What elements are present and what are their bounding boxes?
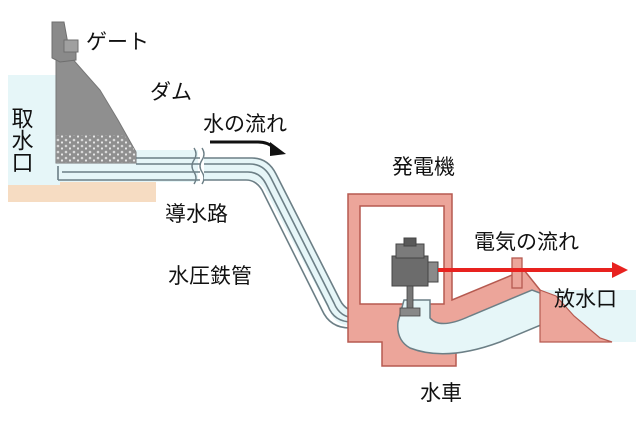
dam-gravel (56, 135, 136, 163)
tailrace-bank (539, 289, 613, 343)
intake-label: 取水口 (8, 107, 34, 173)
water-flow-arrow (210, 140, 286, 156)
generator-icon (391, 237, 439, 317)
penstock-water (204, 158, 420, 326)
ground-left (8, 182, 156, 202)
turbine-water (397, 289, 549, 355)
gate-hoist (63, 39, 79, 53)
right-arrow-icon (270, 142, 286, 156)
electricity-flow-label: 電気の流れ (474, 230, 579, 254)
electricity-flow-arrow (438, 262, 628, 278)
headrace-label: 導水路 (165, 202, 228, 226)
reservoir-water (8, 75, 60, 185)
dam-label: ダム (150, 80, 192, 104)
gate-label: ゲート (86, 30, 149, 54)
generator-label: 発電機 (392, 155, 455, 179)
headrace-pipe (57, 157, 200, 181)
tailrace-label: 放水口 (554, 287, 617, 311)
right-arrow-icon (612, 262, 628, 278)
penstock-label: 水圧鉄管 (168, 264, 252, 288)
water-flow-label: 水の流れ (203, 112, 287, 136)
turbine-label: 水車 (420, 381, 462, 405)
